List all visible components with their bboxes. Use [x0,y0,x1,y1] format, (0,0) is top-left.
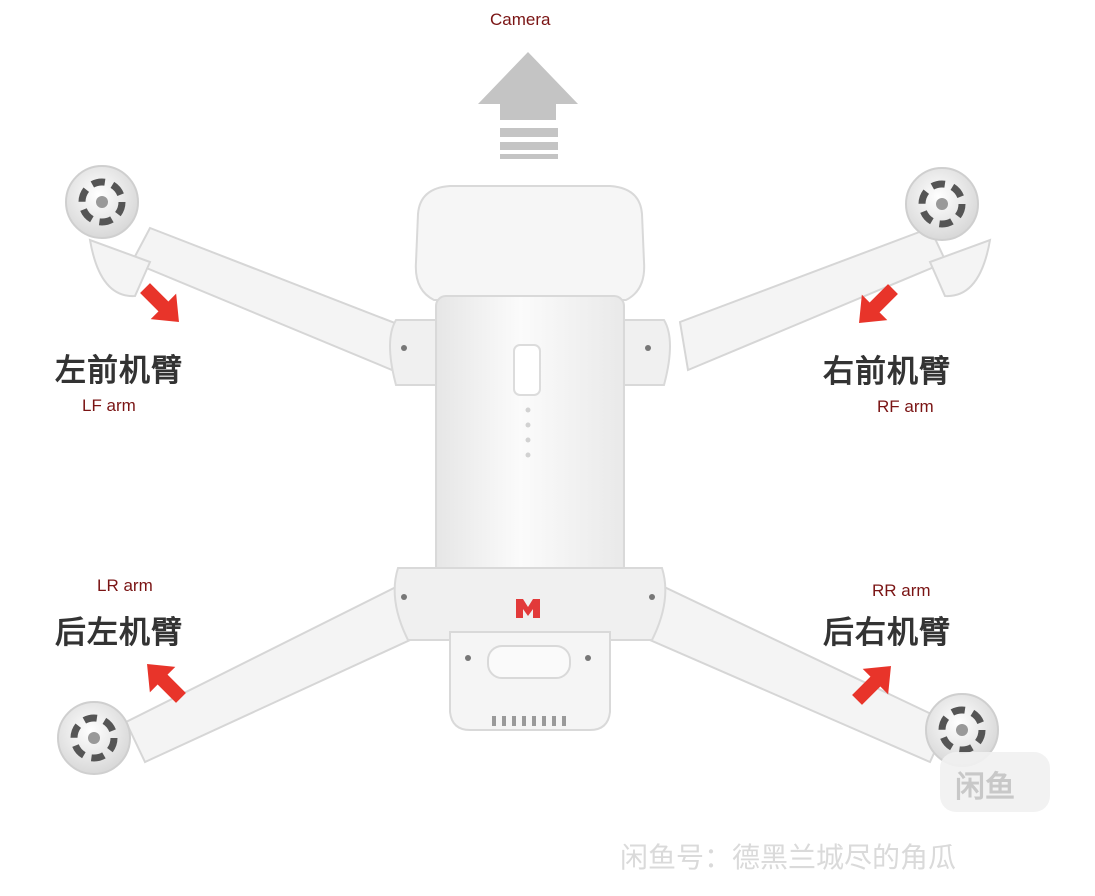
lr-arm-label-cn: 后左机臂 [55,615,183,651]
red-arrow-icon [859,284,898,323]
rf-arm-shape [678,226,948,372]
lr-arm-label-en: LR arm [97,576,153,595]
rf-arm-label-cn: 右前机臂 [823,354,951,390]
red-arrow-icon [147,664,186,703]
camera-nose [414,185,646,301]
camera-label: Camera [490,10,551,29]
red-arrow-icon [140,283,179,322]
lf-arm-label-en: LF arm [82,396,136,415]
motor-icon [905,167,979,241]
rr-arm-label-cn: 后右机臂 [823,615,951,651]
rf-arm-label-en: RF arm [877,397,934,416]
motor-icon [57,701,131,775]
drone-body [389,185,671,731]
motor-icon [925,693,999,767]
rr-arm-label-en: RR arm [872,581,931,600]
watermark-logo: 闲鱼 [955,770,1015,805]
status-window [513,344,541,396]
brand-logo-icon [516,599,540,618]
watermark-text: 闲鱼号：德黑兰城尽的角瓜 [620,841,957,874]
motor-icon [65,165,139,239]
up-arrow-icon [478,52,578,159]
center-body [435,295,625,597]
watermark-logo-box [940,752,1050,812]
red-arrow-icon [852,666,891,705]
lf-arm-label-cn: 左前机臂 [55,353,183,389]
